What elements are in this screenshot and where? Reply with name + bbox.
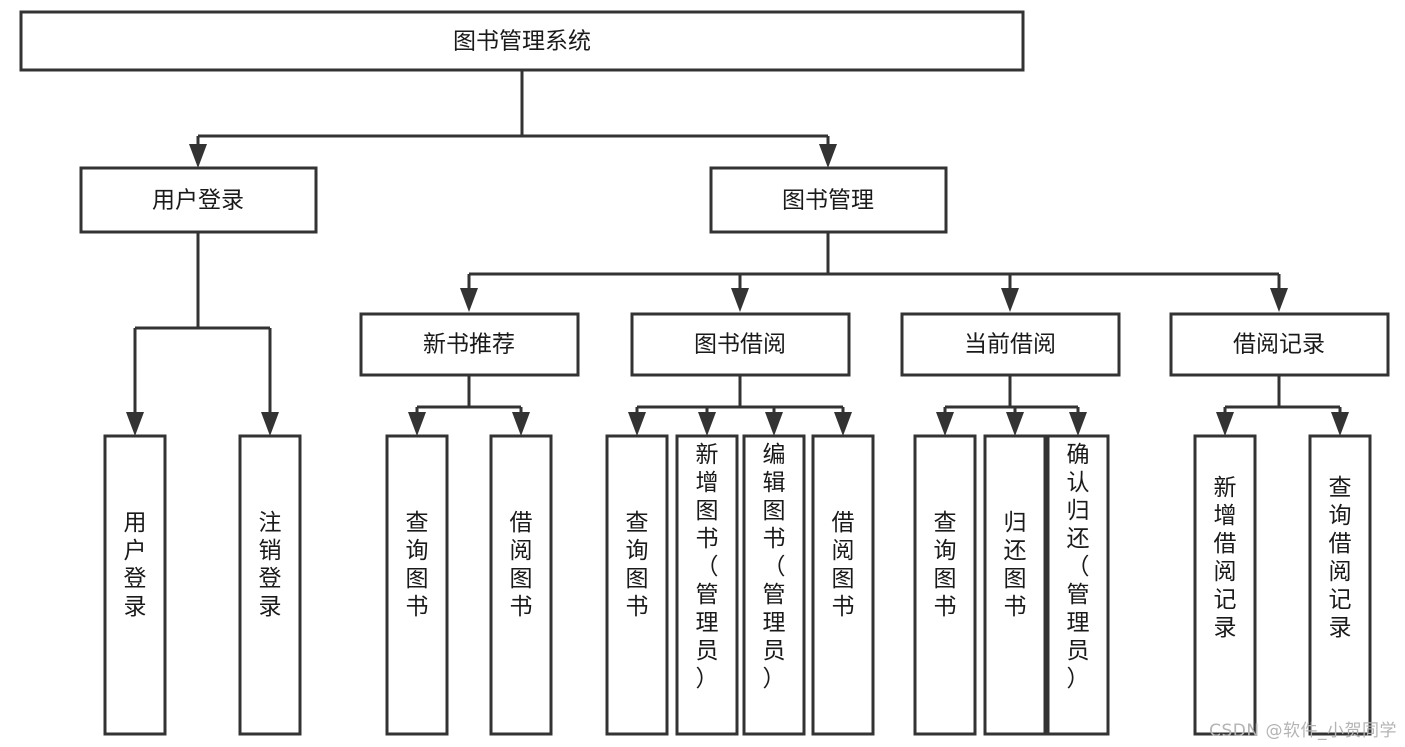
arrow-head-leaf-query-book-3	[936, 412, 954, 436]
arrow-head-leaf-query-book-1	[408, 412, 426, 436]
arrow-head-book-manage	[819, 144, 837, 168]
arrow-head-leaf-borrow-book-2	[834, 412, 852, 436]
leaf-query-book-3-box[interactable]	[913, 434, 977, 736]
leaf-add-record[interactable]: 新增借阅记录	[1193, 434, 1257, 736]
node-book-manage-label: 图书管理	[782, 188, 874, 214]
leaf-user-login-label: 用户登录	[124, 510, 147, 620]
arrow-head-leaf-user-login	[126, 412, 144, 436]
leaf-confirm-return-box[interactable]	[1046, 434, 1110, 736]
node-book-borrow-box[interactable]	[630, 312, 851, 377]
leaf-add-record-box[interactable]	[1193, 434, 1257, 736]
leaf-confirm-return-label: 确认归还（管理员）	[1067, 442, 1090, 692]
node-book-borrow[interactable]: 图书借阅	[630, 312, 851, 377]
leaf-query-book-1-box[interactable]	[385, 434, 449, 736]
leaf-query-book-1-label: 查询图书	[406, 510, 429, 620]
leaf-edit-book[interactable]: 编辑图书（管理员）	[742, 434, 806, 736]
arrow-head-book-borrow	[731, 288, 749, 312]
arrow-head-borrow-record	[1270, 288, 1288, 312]
leaf-logout-login-label: 注销登录	[259, 510, 282, 620]
csdn-watermark: CSDN @软件_小贺同学	[1209, 721, 1397, 741]
leaf-borrow-book-2[interactable]: 借阅图书	[811, 434, 875, 736]
node-user-login-label: 用户登录	[152, 188, 244, 214]
arrow-head-leaf-edit-book	[765, 412, 783, 436]
leaf-confirm-return[interactable]: 确认归还（管理员）	[1046, 434, 1110, 736]
leaf-query-record[interactable]: 查询借阅记录	[1308, 434, 1372, 736]
arrow-head-leaf-logout-login	[261, 412, 279, 436]
leaf-query-book-3[interactable]: 查询图书	[913, 434, 977, 736]
leaf-logout-login-box[interactable]	[238, 434, 302, 736]
node-new-book-recommend-box[interactable]	[359, 312, 580, 377]
arrow-head-leaf-add-record	[1216, 412, 1234, 436]
leaf-add-book[interactable]: 新增图书（管理员）	[675, 434, 739, 736]
node-new-book-recommend[interactable]: 新书推荐	[359, 312, 580, 377]
node-borrow-record[interactable]: 借阅记录	[1169, 312, 1390, 377]
leaf-return-book[interactable]: 归还图书	[983, 434, 1047, 736]
leaf-query-book-2[interactable]: 查询图书	[605, 434, 669, 736]
arrow-head-leaf-query-book-2	[628, 412, 646, 436]
leaf-borrow-book-1-box[interactable]	[489, 434, 553, 736]
leaf-borrow-book-2-box[interactable]	[811, 434, 875, 736]
leaf-return-book-label: 归还图书	[1004, 510, 1027, 620]
node-book-manage[interactable]: 图书管理	[709, 166, 948, 234]
arrow-head-leaf-return-book	[1006, 412, 1024, 436]
leaf-user-login-box[interactable]	[103, 434, 167, 736]
leaf-query-record-box[interactable]	[1308, 434, 1372, 736]
arrow-head-leaf-add-book	[698, 412, 716, 436]
node-new-book-recommend-label: 新书推荐	[423, 332, 515, 358]
leaf-query-book-3-label: 查询图书	[934, 510, 957, 620]
leaf-add-book-box[interactable]	[675, 434, 739, 736]
leaf-edit-book-box[interactable]	[742, 434, 806, 736]
node-current-borrow-label: 当前借阅	[964, 332, 1056, 358]
leaf-query-record-label: 查询借阅记录	[1329, 475, 1352, 641]
arrow-head-leaf-borrow-book-1	[512, 412, 530, 436]
node-borrow-record-label: 借阅记录	[1233, 332, 1325, 358]
node-borrow-record-box[interactable]	[1169, 312, 1390, 377]
arrow-head-new-book-recommend	[460, 288, 478, 312]
leaf-logout-login[interactable]: 注销登录	[238, 434, 302, 736]
leaf-query-book-1[interactable]: 查询图书	[385, 434, 449, 736]
arrow-head-current-borrow	[1001, 288, 1019, 312]
leaf-edit-book-label: 编辑图书（管理员）	[763, 442, 786, 692]
node-root[interactable]: 图书管理系统	[19, 10, 1025, 72]
arrow-head-leaf-query-record	[1331, 412, 1349, 436]
node-current-borrow-box[interactable]	[900, 312, 1121, 377]
arrow-head-leaf-confirm-return	[1069, 412, 1087, 436]
leaf-query-book-2-label: 查询图书	[626, 510, 649, 620]
node-root-label: 图书管理系统	[453, 29, 591, 55]
leaf-add-book-label: 新增图书（管理员）	[696, 442, 719, 692]
connectors-layer	[126, 70, 1349, 436]
leaf-return-book-box[interactable]	[983, 434, 1047, 736]
leaf-add-record-label: 新增借阅记录	[1214, 475, 1237, 641]
node-current-borrow[interactable]: 当前借阅	[900, 312, 1121, 377]
node-root-box[interactable]	[19, 10, 1025, 72]
leaf-borrow-book-1-label: 借阅图书	[510, 510, 533, 620]
leaf-borrow-book-2-label: 借阅图书	[832, 510, 855, 620]
leaf-borrow-book-1[interactable]: 借阅图书	[489, 434, 553, 736]
leaf-user-login[interactable]: 用户登录	[103, 434, 167, 736]
node-user-login-box[interactable]	[79, 166, 318, 234]
node-book-manage-box[interactable]	[709, 166, 948, 234]
arrow-head-user-login	[189, 144, 207, 168]
node-user-login[interactable]: 用户登录	[79, 166, 318, 234]
leaf-query-book-2-box[interactable]	[605, 434, 669, 736]
node-book-borrow-label: 图书借阅	[694, 332, 786, 358]
